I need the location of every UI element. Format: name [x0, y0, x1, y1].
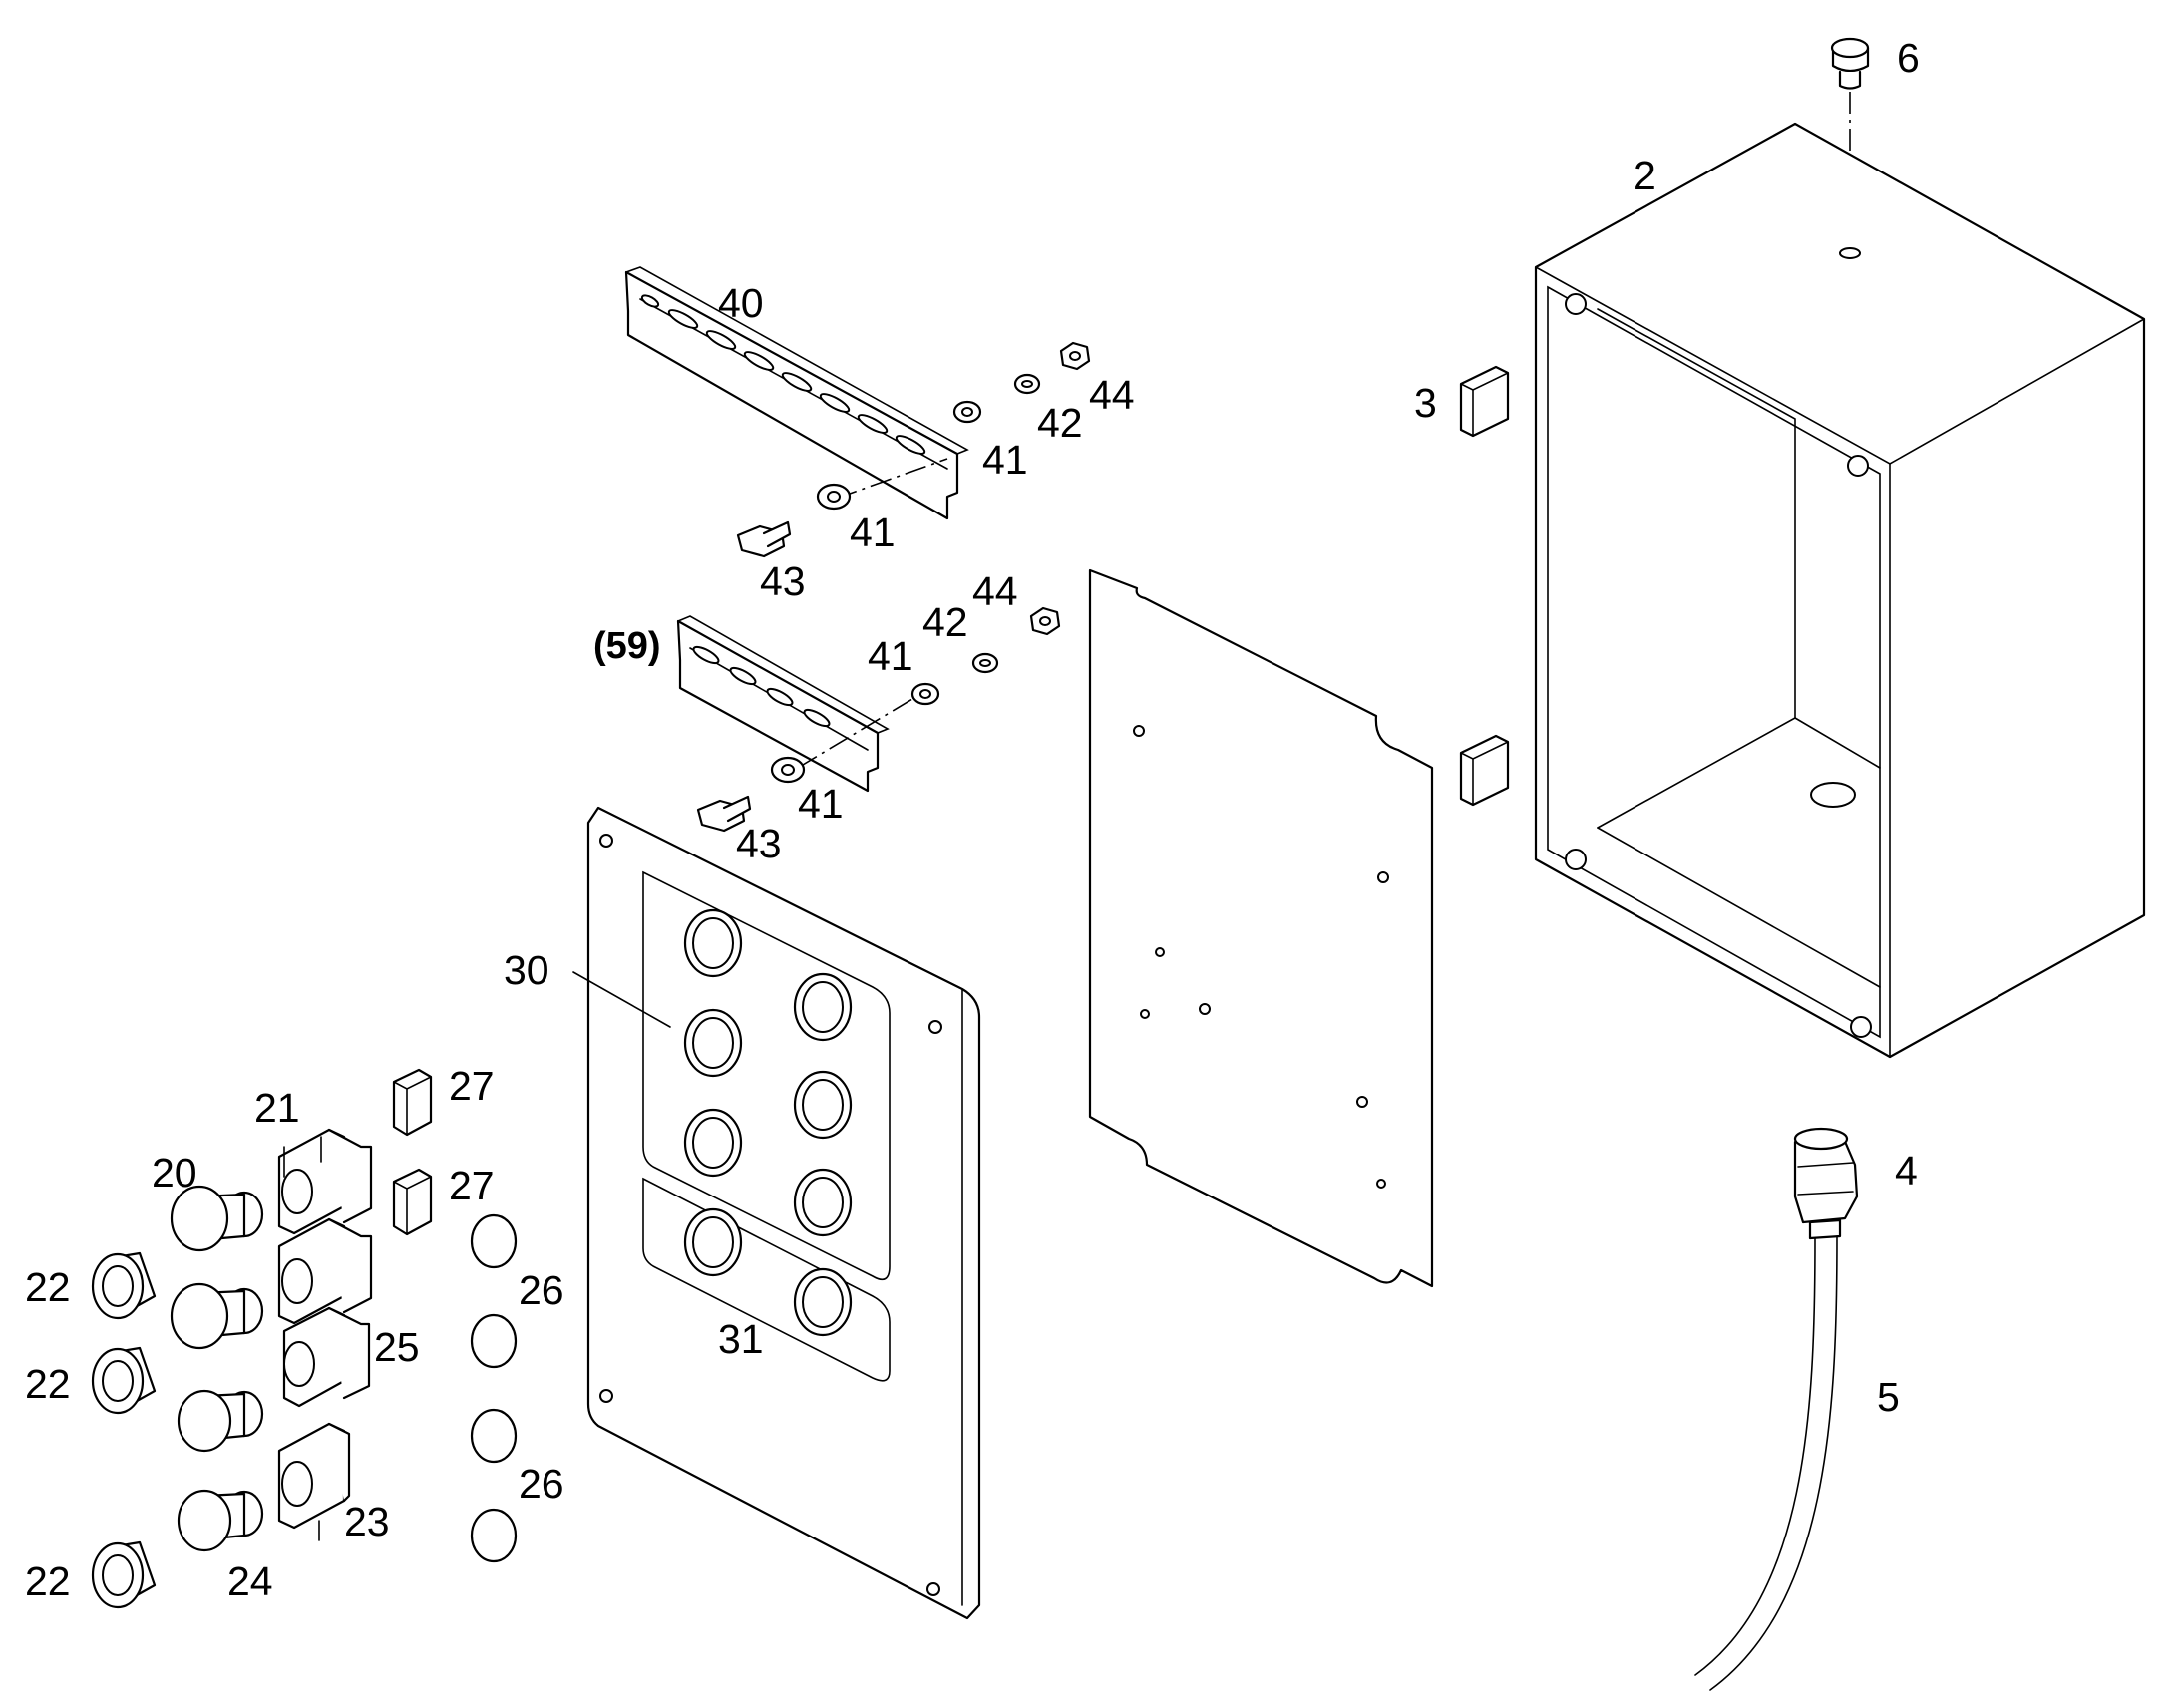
part-30-front-cover	[572, 806, 981, 1620]
callout-labels: 6 2 3 4 5 40 44 42 41 41 43 (59) 41 42 4…	[25, 35, 1920, 1604]
part-3-clip-lower	[1459, 734, 1510, 807]
callout-41-lower-left: 41	[798, 781, 844, 827]
push-button-2	[170, 1282, 264, 1350]
callout-30: 30	[504, 947, 549, 993]
callout-44-lower: 44	[972, 568, 1018, 614]
callout-43-lower: 43	[736, 821, 782, 866]
callout-27-upper: 27	[449, 1063, 495, 1109]
contact-block-2	[277, 1217, 373, 1325]
callout-26-upper: 26	[519, 1267, 564, 1313]
callout-23: 23	[344, 1499, 390, 1544]
hardware-lower	[696, 606, 1061, 833]
callout-40: 40	[718, 280, 764, 326]
contact-block-1	[277, 1128, 373, 1235]
callout-59: (59)	[593, 625, 661, 667]
part-2-enclosure-housing	[1534, 122, 2146, 1059]
callout-25: 25	[374, 1324, 420, 1370]
callout-4: 4	[1895, 1148, 1918, 1194]
hardware-upper	[736, 341, 1091, 558]
push-button-3	[177, 1389, 264, 1453]
push-button-4	[177, 1489, 264, 1552]
callout-2: 2	[1634, 153, 1656, 198]
callout-26-lower: 26	[519, 1461, 564, 1507]
push-button-1	[170, 1185, 264, 1252]
callout-42-lower: 42	[922, 599, 968, 645]
callout-22-upper: 22	[25, 1264, 71, 1310]
callout-21: 21	[254, 1085, 300, 1131]
callout-24: 24	[227, 1558, 273, 1604]
callout-3: 3	[1414, 380, 1437, 426]
part-40-din-rail-upper	[624, 266, 969, 520]
callout-43-upper: 43	[760, 558, 806, 604]
callout-42-upper: 42	[1037, 400, 1083, 446]
callout-22-lower: 22	[25, 1558, 71, 1604]
callout-41-lower-right: 41	[868, 633, 913, 679]
contact-block-4	[277, 1422, 351, 1541]
callout-22-middle: 22	[25, 1361, 71, 1407]
callout-20: 20	[152, 1150, 197, 1196]
callout-44-upper: 44	[1089, 372, 1135, 418]
push-buttons	[170, 1185, 264, 1552]
contact-block-3	[282, 1306, 371, 1408]
callout-6: 6	[1897, 35, 1920, 81]
part-3-clip-upper	[1459, 365, 1510, 438]
callout-41-upper-right: 41	[982, 437, 1028, 483]
part-5-cable	[1694, 1235, 1838, 1691]
callout-27-lower: 27	[449, 1163, 495, 1208]
lenses-26	[470, 1213, 518, 1563]
bezel-ring-2	[91, 1346, 157, 1415]
mounting-plate	[1088, 568, 1434, 1288]
bezel-ring-3	[91, 1540, 157, 1609]
part-27-cap-lower	[392, 1168, 433, 1236]
contact-blocks	[277, 1128, 373, 1541]
part-59-din-rail-lower	[676, 615, 923, 793]
part-4-cable-gland	[1793, 1127, 1859, 1240]
cover-button-holes	[683, 908, 853, 1337]
callout-31: 31	[718, 1316, 764, 1362]
bezel-rings	[91, 1251, 157, 1609]
part-27-cap-upper	[392, 1068, 433, 1137]
callout-41-upper-left: 41	[850, 510, 896, 555]
callout-5: 5	[1877, 1374, 1900, 1420]
bezel-ring-1	[91, 1251, 157, 1320]
